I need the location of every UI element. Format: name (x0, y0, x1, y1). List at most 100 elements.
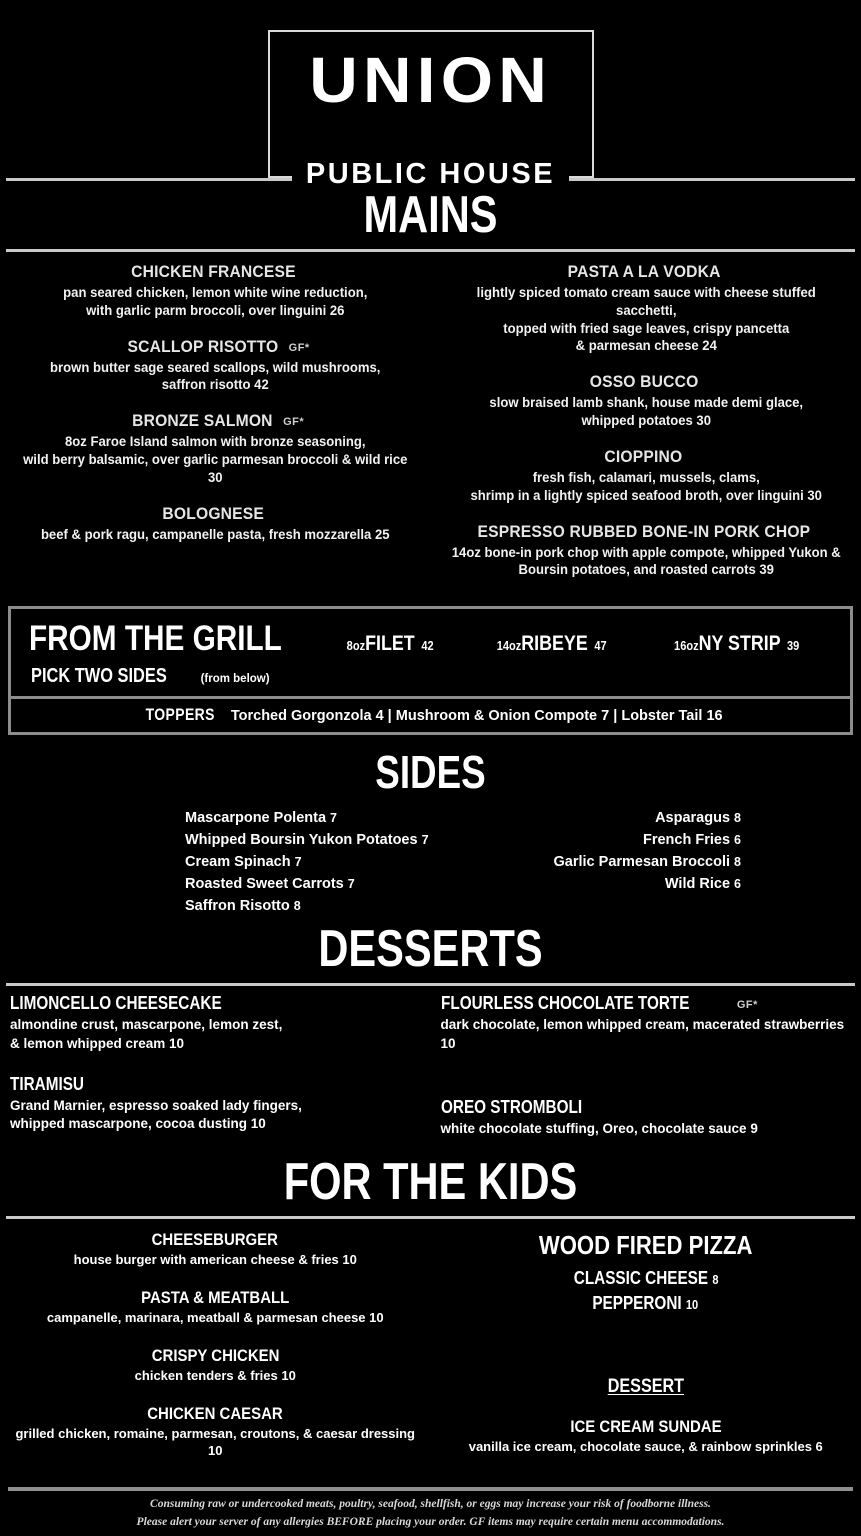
dessert-desc: almondine crust, mascarpone, lemon zest,… (10, 1017, 283, 1051)
desserts-rule (6, 983, 855, 987)
pizza-option: CLASSIC CHEESE 8 (573, 1268, 718, 1289)
footer-line-1: Consuming raw or undercooked meats, poul… (150, 1498, 711, 1511)
menu-item-name: BOLOGNESE (162, 503, 265, 523)
kids-item-name: PASTA & MEATBALL (141, 1287, 290, 1307)
mains-right-column: PASTA A LA VODKA lightly spiced tomato c… (431, 262, 861, 596)
menu-item-desc: beef & pork ragu, campanelle pasta, fres… (40, 526, 390, 542)
menu-item-desc: fresh fish, calamari, mussels, clams, sh… (470, 469, 822, 503)
kids-dessert-item-desc: vanilla ice cream, chocolate sauce, & ra… (468, 1438, 823, 1454)
section-title-kids: FOR THE KIDS (283, 1152, 578, 1211)
kids-dessert-item-name: ICE CREAM SUNDAE (570, 1416, 722, 1436)
logo-secondary-row: PUBLIC HOUSE (270, 160, 592, 189)
side-item: Saffron Risotto 8 (185, 895, 431, 917)
menu-item-desc: brown butter sage seared scallops, wild … (50, 359, 381, 393)
kids-item-desc: grilled chicken, romaine, parmesan, crou… (15, 1425, 416, 1458)
gf-marker: GF* (288, 341, 310, 354)
side-price: 8 (734, 811, 741, 826)
toppers-list: Torched Gorgonzola 4 | Mushroom & Onion … (230, 708, 723, 725)
pizza-title: WOOD FIRED PIZZA (538, 1229, 753, 1260)
section-title-desserts: DESSERTS (318, 920, 543, 979)
side-name: Mascarpone Polenta (185, 810, 327, 827)
grill-top: FROM THE GRILL 8ozFILET 42 14ozRIBEYE 47… (11, 609, 850, 696)
grill-title-row: FROM THE GRILL 8ozFILET 42 14ozRIBEYE 47… (29, 621, 850, 656)
kids-left-column: CHEESEBURGER house burger with american … (0, 1230, 431, 1475)
side-price: 7 (347, 877, 355, 892)
side-price: 7 (294, 855, 302, 870)
menu-item-desc: lightly spiced tomato cream sauce with c… (476, 285, 816, 354)
menu-item-name: OSSO BUCCO (589, 372, 699, 392)
cut-size: 14oz (497, 638, 522, 654)
desserts-left-column: LIMONCELLO CHEESECAKE almondine crust, m… (0, 993, 431, 1154)
kids-item: CHEESEBURGER house burger with american … (10, 1230, 421, 1269)
side-name: Cream Spinach (185, 854, 291, 871)
menu-item-name: BRONZE SALMON (132, 411, 273, 431)
grill-cuts: 8ozFILET 42 14ozRIBEYE 47 16ozNY STRIP 3… (329, 632, 810, 656)
kids-columns: CHEESEBURGER house burger with american … (0, 1219, 861, 1475)
desserts-columns: LIMONCELLO CHEESECAKE almondine crust, m… (0, 986, 861, 1154)
side-item: Whipped Boursin Yukon Potatoes 7 (185, 829, 431, 851)
side-price: 6 (734, 833, 741, 848)
kids-item-desc: house burger with american cheese & frie… (73, 1251, 357, 1267)
menu-item-name: PASTA A LA VODKA (567, 262, 721, 281)
grill-cut: 14ozRIBEYE 47 (497, 632, 607, 656)
grill-title: FROM THE GRILL (29, 619, 282, 659)
from-the-grill-box: FROM THE GRILL 8ozFILET 42 14ozRIBEYE 47… (8, 606, 853, 736)
menu-item-desc: pan seared chicken, lemon white wine red… (63, 285, 368, 318)
side-name: French Fries (642, 832, 731, 849)
cut-price: 42 (421, 638, 434, 654)
cut-size: 8oz (346, 638, 366, 654)
logo-primary-text: UNION (309, 44, 552, 116)
sides-right-column: Asparagus 8 French Fries 6 Garlic Parmes… (431, 807, 861, 917)
side-name: Roasted Sweet Carrots (185, 876, 344, 893)
kids-item: PASTA & MEATBALL campanelle, marinara, m… (10, 1287, 421, 1327)
menu-item-name: SCALLOP RISOTTO (127, 336, 279, 356)
menu-item: SCALLOP RISOTTO GF* brown butter sage sea… (8, 337, 423, 395)
gf-marker: GF* (283, 416, 305, 429)
footer-line-2: Please alert your server of any allergie… (136, 1516, 725, 1529)
gf-marker: GF* (736, 999, 758, 1012)
dessert-name: TIRAMISU (10, 1073, 84, 1094)
side-price: 7 (330, 811, 337, 826)
menu-item: ESPRESSO RUBBED BONE-IN PORK CHOP 14oz b… (439, 522, 854, 580)
side-item: Garlic Parmesan Broccoli 8 (431, 851, 741, 873)
side-name: Saffron Risotto (185, 898, 290, 915)
pizza-option-price: 8 (711, 1271, 719, 1287)
toppers-label: TOPPERS (146, 705, 216, 725)
menu-item-desc: 14oz bone-in pork chop with apple compot… (451, 544, 841, 578)
side-price: 7 (421, 833, 429, 848)
side-item: Roasted Sweet Carrots 7 (185, 873, 431, 895)
kids-item-desc: chicken tenders & fries 10 (134, 1367, 296, 1383)
kids-dessert-group: DESSERT ICE CREAM SUNDAE vanilla ice cre… (441, 1376, 852, 1456)
menu-item: BOLOGNESE beef & pork ragu, campanelle p… (8, 504, 423, 544)
menu-item-name: CHICKEN FRANCESE (130, 262, 296, 281)
side-name: Wild Rice (664, 876, 731, 893)
pick-two-sides-note: (from below) (200, 673, 270, 686)
kids-item: CRISPY CHICKEN chicken tenders & fries 1… (10, 1345, 421, 1385)
dessert-desc: dark chocolate, lemon whipped cream, mac… (440, 1017, 845, 1051)
side-name: Whipped Boursin Yukon Potatoes (185, 832, 418, 849)
side-price: 8 (734, 855, 741, 870)
mains-bottom-rule (6, 249, 855, 252)
side-price: 8 (293, 899, 301, 914)
pizza-option-name: CLASSIC CHEESE (573, 1267, 708, 1288)
dessert-desc: white chocolate stuffing, Oreo, chocolat… (440, 1120, 758, 1136)
side-price: 6 (734, 877, 741, 892)
grill-cut: 16ozNY STRIP 39 (674, 632, 799, 656)
menu-item: CHICKEN FRANCESE pan seared chicken, lem… (8, 262, 423, 320)
dessert-item: TIRAMISU Grand Marnier, espresso soaked … (10, 1073, 421, 1133)
side-name: Garlic Parmesan Broccoli (553, 854, 731, 871)
kids-item: CHICKEN CAESAR grilled chicken, romaine,… (10, 1404, 421, 1460)
side-item: Asparagus 8 (431, 807, 741, 829)
pick-two-sides-row: PICK TWO SIDES (from below) (29, 665, 850, 688)
pick-two-sides-label: PICK TWO SIDES (31, 665, 167, 688)
mains-columns: CHICKEN FRANCESE pan seared chicken, lem… (0, 252, 861, 596)
logo-frame: UNION PUBLIC HOUSE (267, 30, 594, 189)
kids-item-name: CRISPY CHICKEN (151, 1345, 280, 1365)
pizza-option-price: 10 (686, 1296, 699, 1312)
pizza-option: PEPPERONI 10 (593, 1293, 699, 1314)
pizza-option-name: PEPPERONI (592, 1292, 683, 1313)
dessert-desc: Grand Marnier, espresso soaked lady fing… (10, 1097, 302, 1131)
